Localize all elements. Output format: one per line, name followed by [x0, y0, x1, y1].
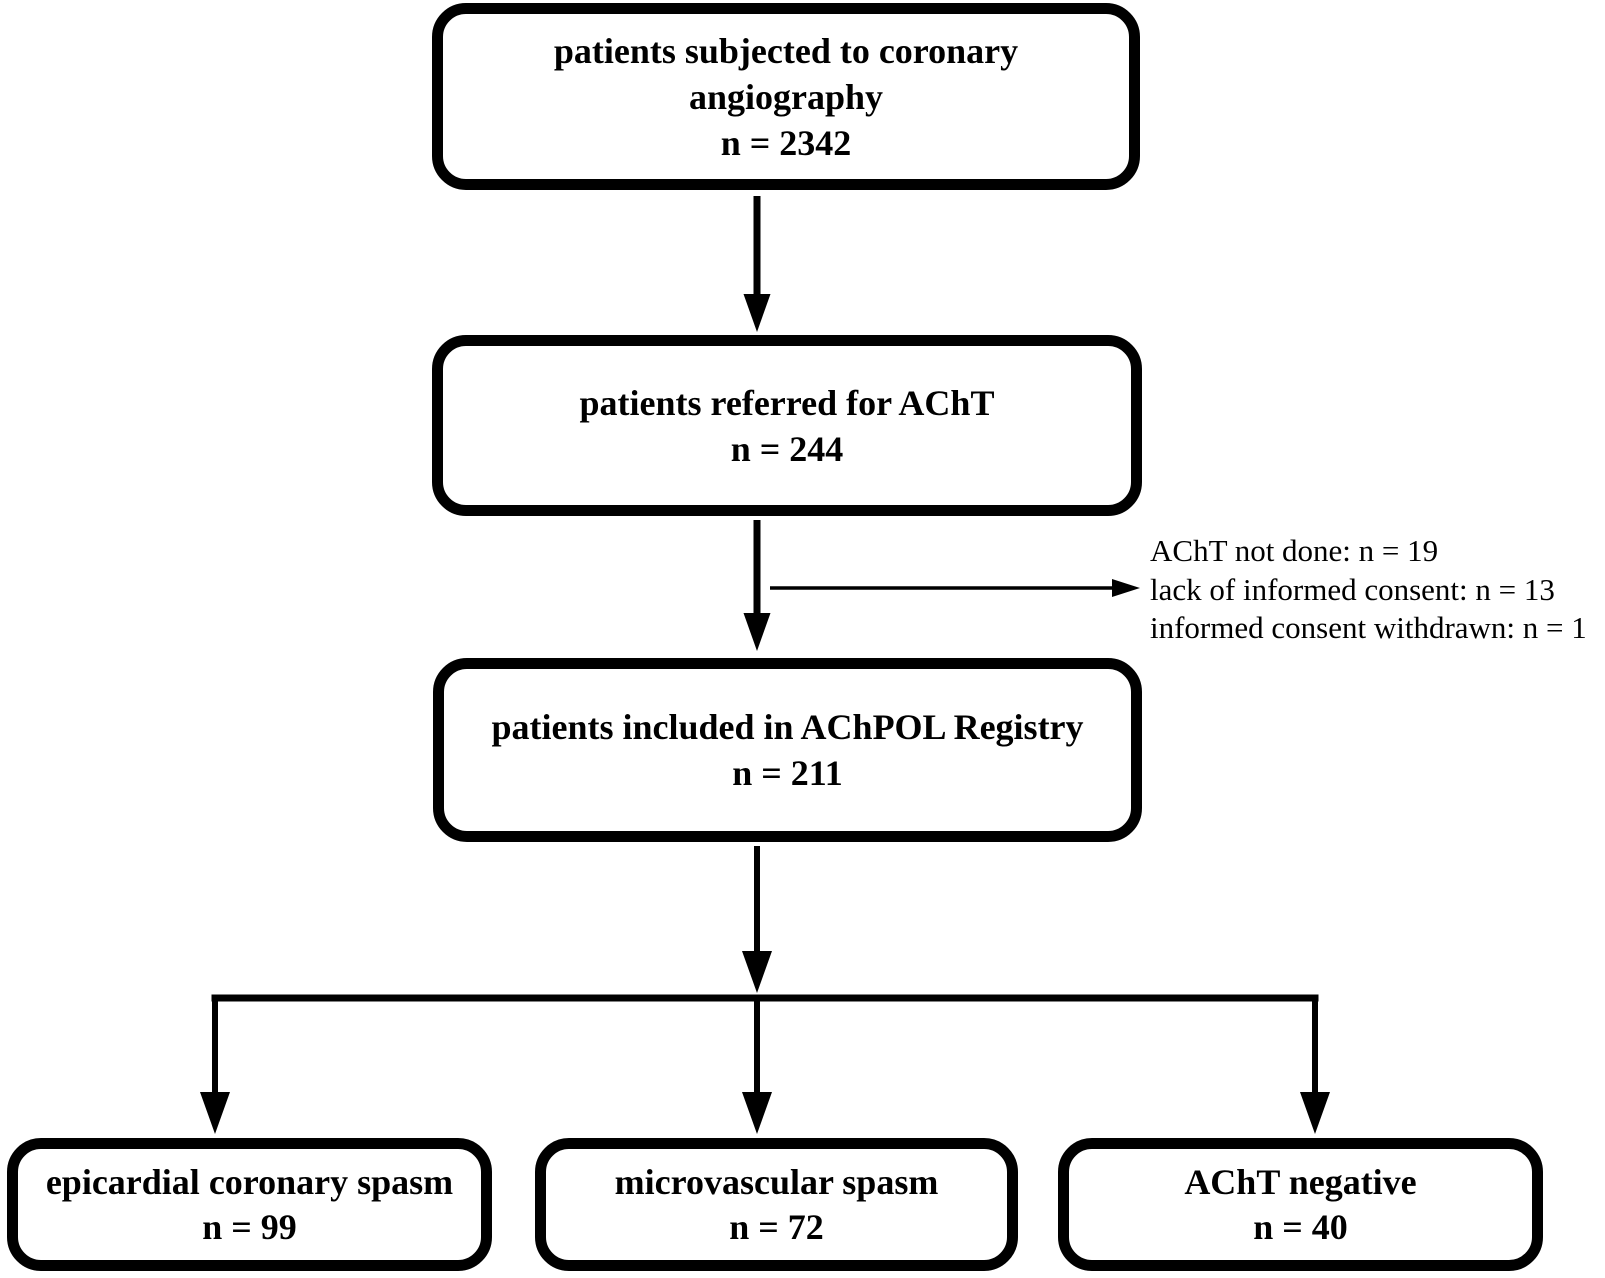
- arrow-branch-to-acht-negative: [1300, 998, 1330, 1134]
- box-microvascular-spasm: microvascular spasm n = 72: [535, 1138, 1018, 1271]
- box-referred-line1: patients referred for AChT: [579, 382, 995, 423]
- box-angiography-count: n = 2342: [720, 122, 852, 163]
- exclusions-line3: informed consent withdrawn: n = 1: [1150, 610, 1587, 645]
- box-microvascular-count: n = 72: [729, 1206, 824, 1247]
- arrow-angiography-to-referred: [743, 196, 771, 332]
- arrow-branch-to-epicardial: [200, 998, 230, 1134]
- exclusions-note: AChT not done: n = 19 lack of informed c…: [1150, 532, 1587, 648]
- box-angiography: patients subjected to coronary angiograp…: [432, 3, 1140, 190]
- box-epicardial-line1: epicardial coronary spasm: [45, 1161, 454, 1202]
- box-referred: patients referred for AChT n = 244: [432, 335, 1142, 516]
- arrow-referred-to-registry: [743, 520, 771, 651]
- exclusions-line2: lack of informed consent: n = 13: [1150, 571, 1555, 607]
- box-referred-count: n = 244: [730, 428, 844, 469]
- box-angiography-line1: patients subjected to coronary: [553, 30, 1019, 71]
- arrow-registry-to-branch: [742, 846, 772, 993]
- box-acht-negative-count: n = 40: [1253, 1206, 1348, 1247]
- box-angiography-line2: angiography: [688, 76, 884, 117]
- box-epicardial-count: n = 99: [202, 1206, 297, 1247]
- box-acht-negative: AChT negative n = 40: [1058, 1138, 1543, 1271]
- box-registry: patients included in AChPOL Registry n =…: [433, 658, 1142, 842]
- exclusions-line1: AChT not done: n = 19: [1150, 533, 1439, 568]
- box-registry-count: n = 211: [732, 753, 843, 793]
- arrow-branch-to-microvascular: [742, 1001, 772, 1134]
- box-microvascular-line1: microvascular spasm: [614, 1161, 939, 1202]
- box-registry-line1: patients included in AChPOL Registry: [491, 707, 1084, 747]
- box-acht-negative-line1: AChT negative: [1184, 1161, 1417, 1202]
- box-epicardial-spasm: epicardial coronary spasm n = 99: [7, 1138, 492, 1271]
- arrow-to-exclusions: [770, 579, 1140, 597]
